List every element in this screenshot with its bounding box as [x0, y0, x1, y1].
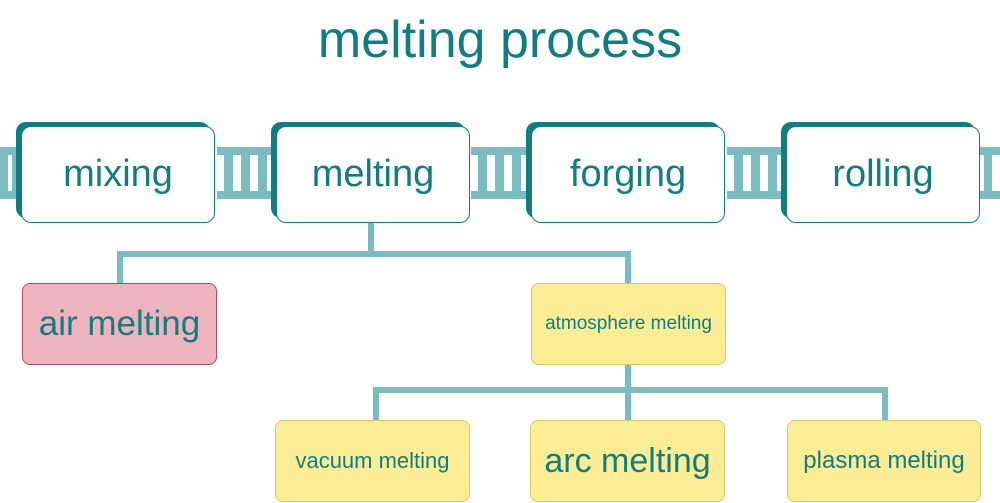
node-air-melting: air melting	[22, 283, 217, 365]
diagram-title: melting process	[317, 11, 683, 69]
process-step-mixing: mixing	[16, 122, 217, 223]
node-plasma-melting: plasma melting	[787, 420, 981, 502]
process-step-forging: forging	[526, 122, 727, 223]
process-step-label: rolling	[786, 126, 980, 223]
process-step-rolling: rolling	[781, 122, 982, 223]
process-step-label: mixing	[21, 126, 215, 223]
tree-lines	[117, 222, 888, 421]
node-vacuum-melting: vacuum melting	[275, 420, 470, 502]
process-step-label: forging	[531, 126, 725, 223]
process-step-melting: melting	[271, 122, 472, 223]
node-arc-melting: arc melting	[530, 420, 725, 502]
process-step-label: melting	[276, 126, 470, 223]
node-atmosphere-melting: atmosphere melting	[531, 283, 726, 365]
